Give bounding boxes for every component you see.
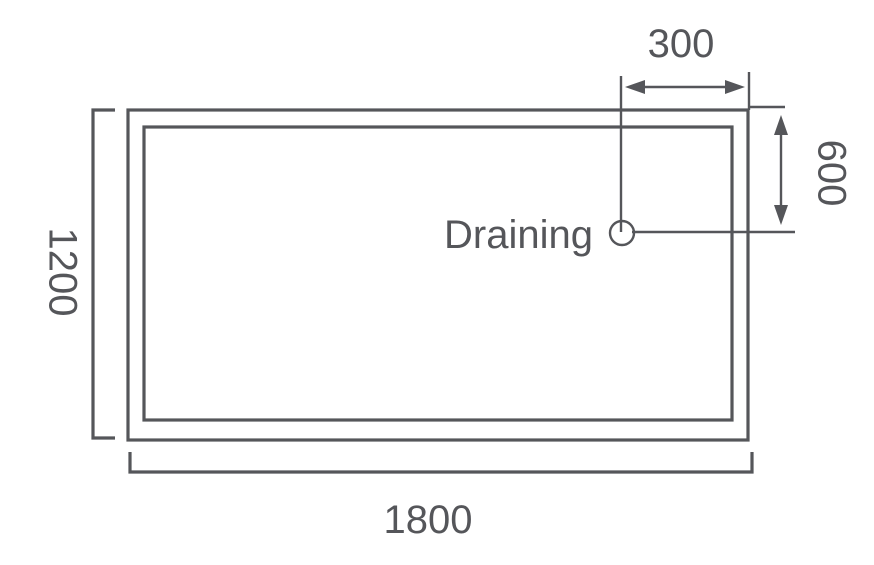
drain-offset-y-arrow-top bbox=[774, 115, 788, 135]
width-dimension-label: 1800 bbox=[384, 498, 473, 542]
height-dimension-label: 1200 bbox=[40, 228, 84, 317]
drain-offset-x-arrow-right bbox=[725, 80, 745, 94]
width-dimension-bracket bbox=[128, 452, 754, 474]
tray-inner-outline bbox=[142, 125, 734, 422]
drain-label: Draining bbox=[444, 213, 593, 257]
height-dimension-bracket bbox=[91, 108, 115, 440]
drain-circle-icon bbox=[608, 219, 636, 247]
drain-offset-y-label: 600 bbox=[809, 140, 853, 207]
drain-offset-x-label: 300 bbox=[648, 22, 715, 66]
tray-outer-outline bbox=[126, 108, 750, 442]
drain-offset-y-arrow-bottom bbox=[774, 205, 788, 225]
drain-offset-x-arrow-left bbox=[625, 80, 645, 94]
